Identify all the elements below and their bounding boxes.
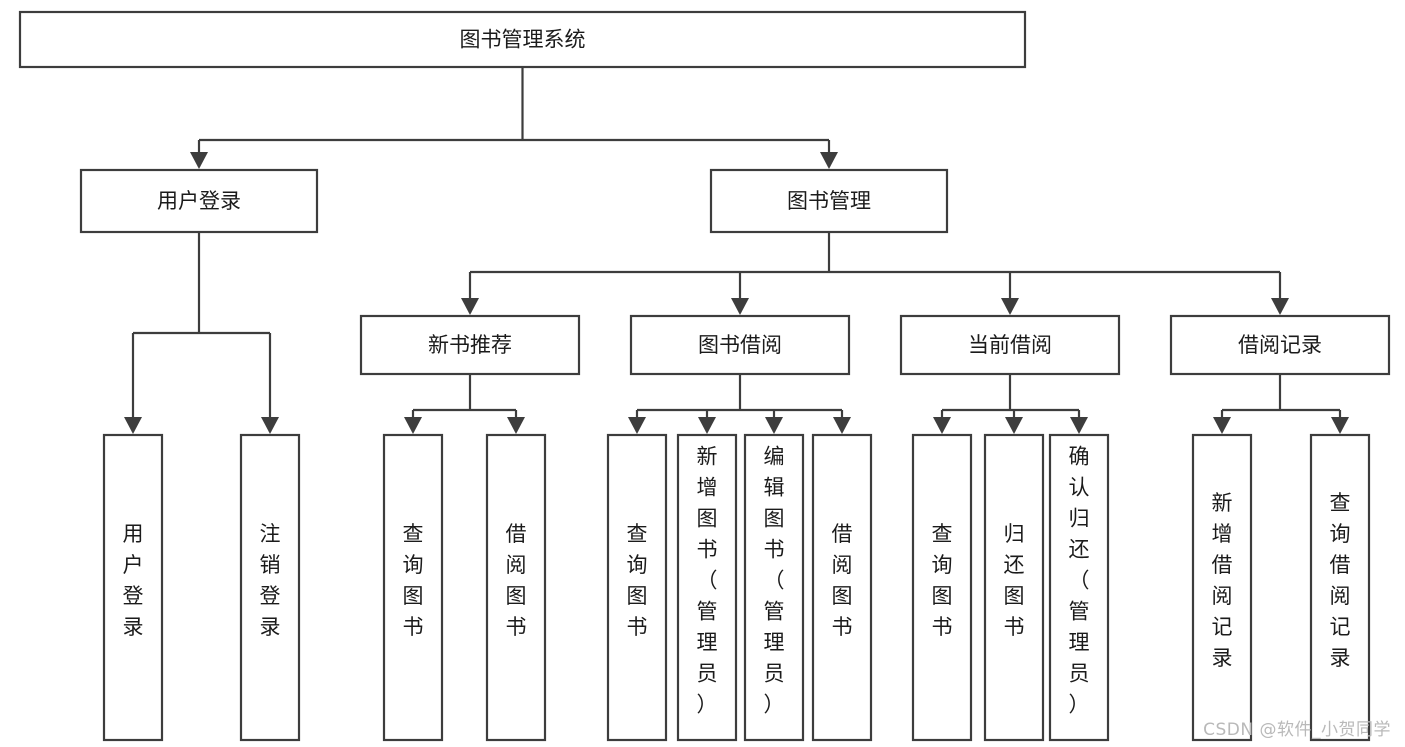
arrow-head-icon xyxy=(1271,298,1289,315)
node-label-borrow-record: 借阅记录 xyxy=(1238,333,1322,357)
arrow-head-icon xyxy=(833,417,851,434)
node-label-leaf-add-book: 新增图书（管理员） xyxy=(697,445,718,717)
arrow-head-icon xyxy=(1005,417,1023,434)
node-label-leaf-confirm-return: 确认归还（管理员） xyxy=(1069,445,1090,717)
node-box-new-book-recommend xyxy=(359,314,581,376)
node-label-root: 图书管理系统 xyxy=(460,28,586,52)
node-leaf-query-book-3[interactable]: 查询图书 xyxy=(911,433,973,742)
arrow-head-icon xyxy=(1213,417,1231,434)
node-label-leaf-borrow-book-2: 借阅图书 xyxy=(832,522,853,639)
node-label-leaf-edit-book: 编辑图书（管理员） xyxy=(764,445,785,717)
node-box-leaf-query-record xyxy=(1309,433,1371,742)
node-label-leaf-query-record: 查询借阅记录 xyxy=(1330,491,1351,670)
node-book-borrow[interactable]: 图书借阅 xyxy=(629,314,851,376)
arrow-head-icon xyxy=(933,417,951,434)
node-leaf-confirm-return[interactable]: 确认归还（管理员） xyxy=(1048,433,1110,742)
connectors-layer xyxy=(124,67,1349,434)
node-box-leaf-add-record xyxy=(1191,433,1253,742)
node-leaf-add-book[interactable]: 新增图书（管理员） xyxy=(676,433,738,742)
node-box-leaf-confirm-return xyxy=(1048,433,1110,742)
node-leaf-logout[interactable]: 注销登录 xyxy=(239,433,301,742)
node-box-book-borrow xyxy=(629,314,851,376)
node-leaf-user-login[interactable]: 用户登录 xyxy=(102,433,164,742)
arrow-head-icon xyxy=(404,417,422,434)
node-label-leaf-borrow-book-1: 借阅图书 xyxy=(506,522,527,639)
node-label-leaf-query-book-2: 查询图书 xyxy=(627,522,648,639)
arrow-head-icon xyxy=(461,298,479,315)
node-label-leaf-query-book-3: 查询图书 xyxy=(932,522,953,639)
boxes-layer: 图书管理系统用户登录图书管理新书推荐图书借阅当前借阅借阅记录用户登录注销登录查询… xyxy=(18,10,1391,742)
node-box-leaf-user-login xyxy=(102,433,164,742)
node-leaf-borrow-book-1[interactable]: 借阅图书 xyxy=(485,433,547,742)
arrow-head-icon xyxy=(820,152,838,169)
node-leaf-return-book[interactable]: 归还图书 xyxy=(983,433,1045,742)
arrow-head-icon xyxy=(124,417,142,434)
node-leaf-edit-book[interactable]: 编辑图书（管理员） xyxy=(743,433,805,742)
node-box-leaf-edit-book xyxy=(743,433,805,742)
node-box-book-manage xyxy=(709,168,949,234)
node-label-book-manage: 图书管理 xyxy=(787,189,871,213)
arrow-head-icon xyxy=(698,417,716,434)
node-box-leaf-query-book-1 xyxy=(382,433,444,742)
node-leaf-borrow-book-2[interactable]: 借阅图书 xyxy=(811,433,873,742)
node-box-root xyxy=(18,10,1027,69)
arrow-head-icon xyxy=(261,417,279,434)
node-box-leaf-query-book-3 xyxy=(911,433,973,742)
node-current-borrow[interactable]: 当前借阅 xyxy=(899,314,1121,376)
node-user-login[interactable]: 用户登录 xyxy=(79,168,319,234)
node-label-leaf-query-book-1: 查询图书 xyxy=(403,522,424,639)
node-label-current-borrow: 当前借阅 xyxy=(968,333,1052,357)
node-leaf-add-record[interactable]: 新增借阅记录 xyxy=(1191,433,1253,742)
arrow-head-icon xyxy=(507,417,525,434)
node-box-user-login xyxy=(79,168,319,234)
node-box-borrow-record xyxy=(1169,314,1391,376)
arrow-head-icon xyxy=(1331,417,1349,434)
node-label-new-book-recommend: 新书推荐 xyxy=(428,333,512,357)
node-box-leaf-return-book xyxy=(983,433,1045,742)
node-box-current-borrow xyxy=(899,314,1121,376)
node-box-leaf-borrow-book-2 xyxy=(811,433,873,742)
node-label-leaf-add-record: 新增借阅记录 xyxy=(1212,491,1233,670)
arrow-head-icon xyxy=(1070,417,1088,434)
node-label-book-borrow: 图书借阅 xyxy=(698,333,782,357)
node-box-leaf-query-book-2 xyxy=(606,433,668,742)
node-book-manage[interactable]: 图书管理 xyxy=(709,168,949,234)
node-new-book-recommend[interactable]: 新书推荐 xyxy=(359,314,581,376)
node-box-leaf-borrow-book-1 xyxy=(485,433,547,742)
arrow-head-icon xyxy=(190,152,208,169)
node-leaf-query-book-2[interactable]: 查询图书 xyxy=(606,433,668,742)
node-label-leaf-return-book: 归还图书 xyxy=(1004,522,1025,639)
node-root[interactable]: 图书管理系统 xyxy=(18,10,1027,69)
arrow-head-icon xyxy=(1001,298,1019,315)
node-label-leaf-logout: 注销登录 xyxy=(260,522,281,639)
node-box-leaf-add-book xyxy=(676,433,738,742)
node-leaf-query-book-1[interactable]: 查询图书 xyxy=(382,433,444,742)
node-label-leaf-user-login: 用户登录 xyxy=(123,522,144,639)
node-borrow-record[interactable]: 借阅记录 xyxy=(1169,314,1391,376)
arrow-head-icon xyxy=(765,417,783,434)
node-box-leaf-logout xyxy=(239,433,301,742)
arrow-head-icon xyxy=(731,298,749,315)
arrow-head-icon xyxy=(628,417,646,434)
node-leaf-query-record[interactable]: 查询借阅记录 xyxy=(1309,433,1371,742)
node-label-user-login: 用户登录 xyxy=(157,189,241,213)
csdn-watermark: CSDN @软件_小贺同学 xyxy=(1203,720,1391,740)
